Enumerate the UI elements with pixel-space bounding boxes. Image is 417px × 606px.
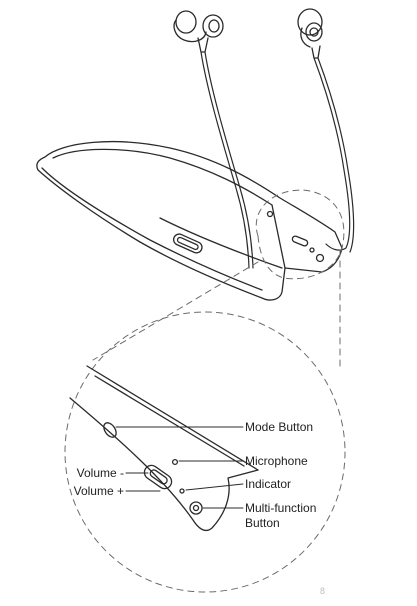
page-number: 8 <box>320 586 325 596</box>
label-volume-minus: Volume - <box>77 466 124 480</box>
label-indicator: Indicator <box>245 477 291 491</box>
zoom-callout <box>64 189 346 593</box>
left-earbud <box>173 10 224 53</box>
label-multi-function-line2: Button <box>245 516 280 530</box>
label-mode-button: Mode Button <box>245 420 313 434</box>
large-dashed-circle <box>64 311 346 593</box>
neckband <box>36 141 343 301</box>
label-multi-function-line1: Multi-function <box>245 501 316 515</box>
leader-lines <box>115 426 244 509</box>
right-cable <box>313 57 355 253</box>
right-earbud <box>297 8 323 59</box>
magnified-controller <box>69 365 259 532</box>
left-cable <box>200 51 254 269</box>
zoom-line-left <box>92 261 259 361</box>
label-volume-plus: Volume + <box>74 484 124 498</box>
leader-indicator <box>185 483 244 491</box>
small-dashed-circle <box>255 189 345 280</box>
label-microphone: Microphone <box>245 454 308 468</box>
